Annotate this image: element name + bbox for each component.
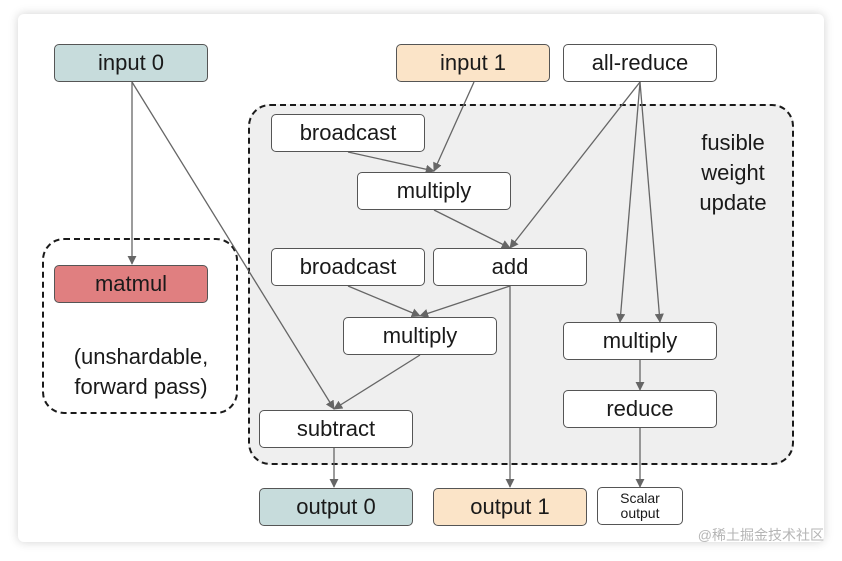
watermark: @稀土掘金技术社区 [697,527,824,543]
edge-broadcast1-multiply1 [347,151,435,174]
unshardable-label-line-1: (unshardable, [73,344,209,369]
all-reduce-node: all-reduce [563,44,717,82]
edge-input1-multiply1 [433,81,475,172]
scalar-output-line-1: Scalar [620,490,660,506]
edge-multiply1-add [433,209,511,249]
output-1-node: output 1 [433,488,587,526]
input-1-node: input 1 [396,44,550,82]
edge-add-multiply2 [419,285,511,318]
edge-allreduce-multiply3-b [639,81,664,323]
edge-allreduce-add [509,81,641,249]
unshardable-region-label: (unshardable, forward pass) [52,342,230,402]
edge-multiply2-subtract [333,354,421,410]
input-0-node: input 0 [54,44,208,82]
multiply-node-1: multiply [357,172,511,210]
reduce-node: reduce [563,390,717,428]
fusible-label-line-3: update [699,190,767,215]
edge-broadcast2-multiply2 [347,285,421,318]
broadcast-node-2: broadcast [271,248,425,286]
multiply-node-2: multiply [343,317,497,355]
scalar-output-line-2: output [620,505,660,521]
subtract-node: subtract [259,410,413,448]
fusible-region-label: fusible weight update [690,128,776,218]
scalar-output-node: Scalar output [597,487,683,525]
edge-allreduce-multiply3-a [616,81,641,323]
edge-input0-subtract [131,81,335,410]
multiply-node-3: multiply [563,322,717,360]
fusible-label-line-1: fusible [701,130,765,155]
matmul-node: matmul [54,265,208,303]
broadcast-node-1: broadcast [271,114,425,152]
output-0-node: output 0 [259,488,413,526]
unshardable-label-line-2: forward pass) [74,374,208,399]
add-node: add [433,248,587,286]
fusible-label-line-2: weight [701,160,765,185]
